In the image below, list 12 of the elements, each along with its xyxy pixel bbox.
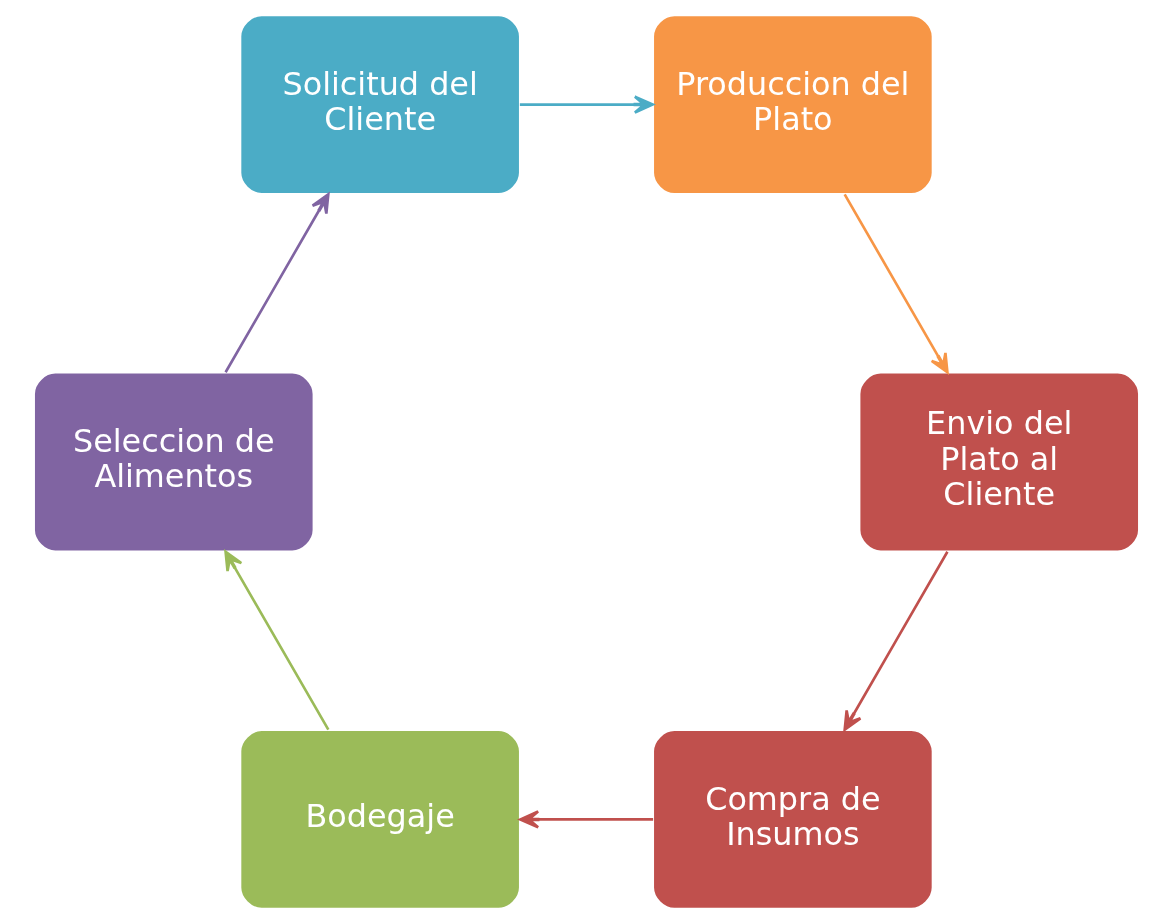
node-box: Bodegaje [239, 729, 521, 910]
node-box: Envio del Plato al Cliente [858, 371, 1140, 553]
node-box: Produccion del Plato [652, 14, 934, 195]
node-box: Compra de Insumos [652, 729, 934, 910]
node-box: Solicitud del Cliente [239, 14, 521, 195]
arrow [843, 551, 949, 731]
arrow [224, 193, 330, 373]
arrow [843, 193, 949, 374]
node-box: Seleccion de Alimentos [33, 371, 315, 553]
arrow [519, 810, 654, 829]
arrow [519, 95, 654, 114]
arrow [224, 550, 330, 731]
